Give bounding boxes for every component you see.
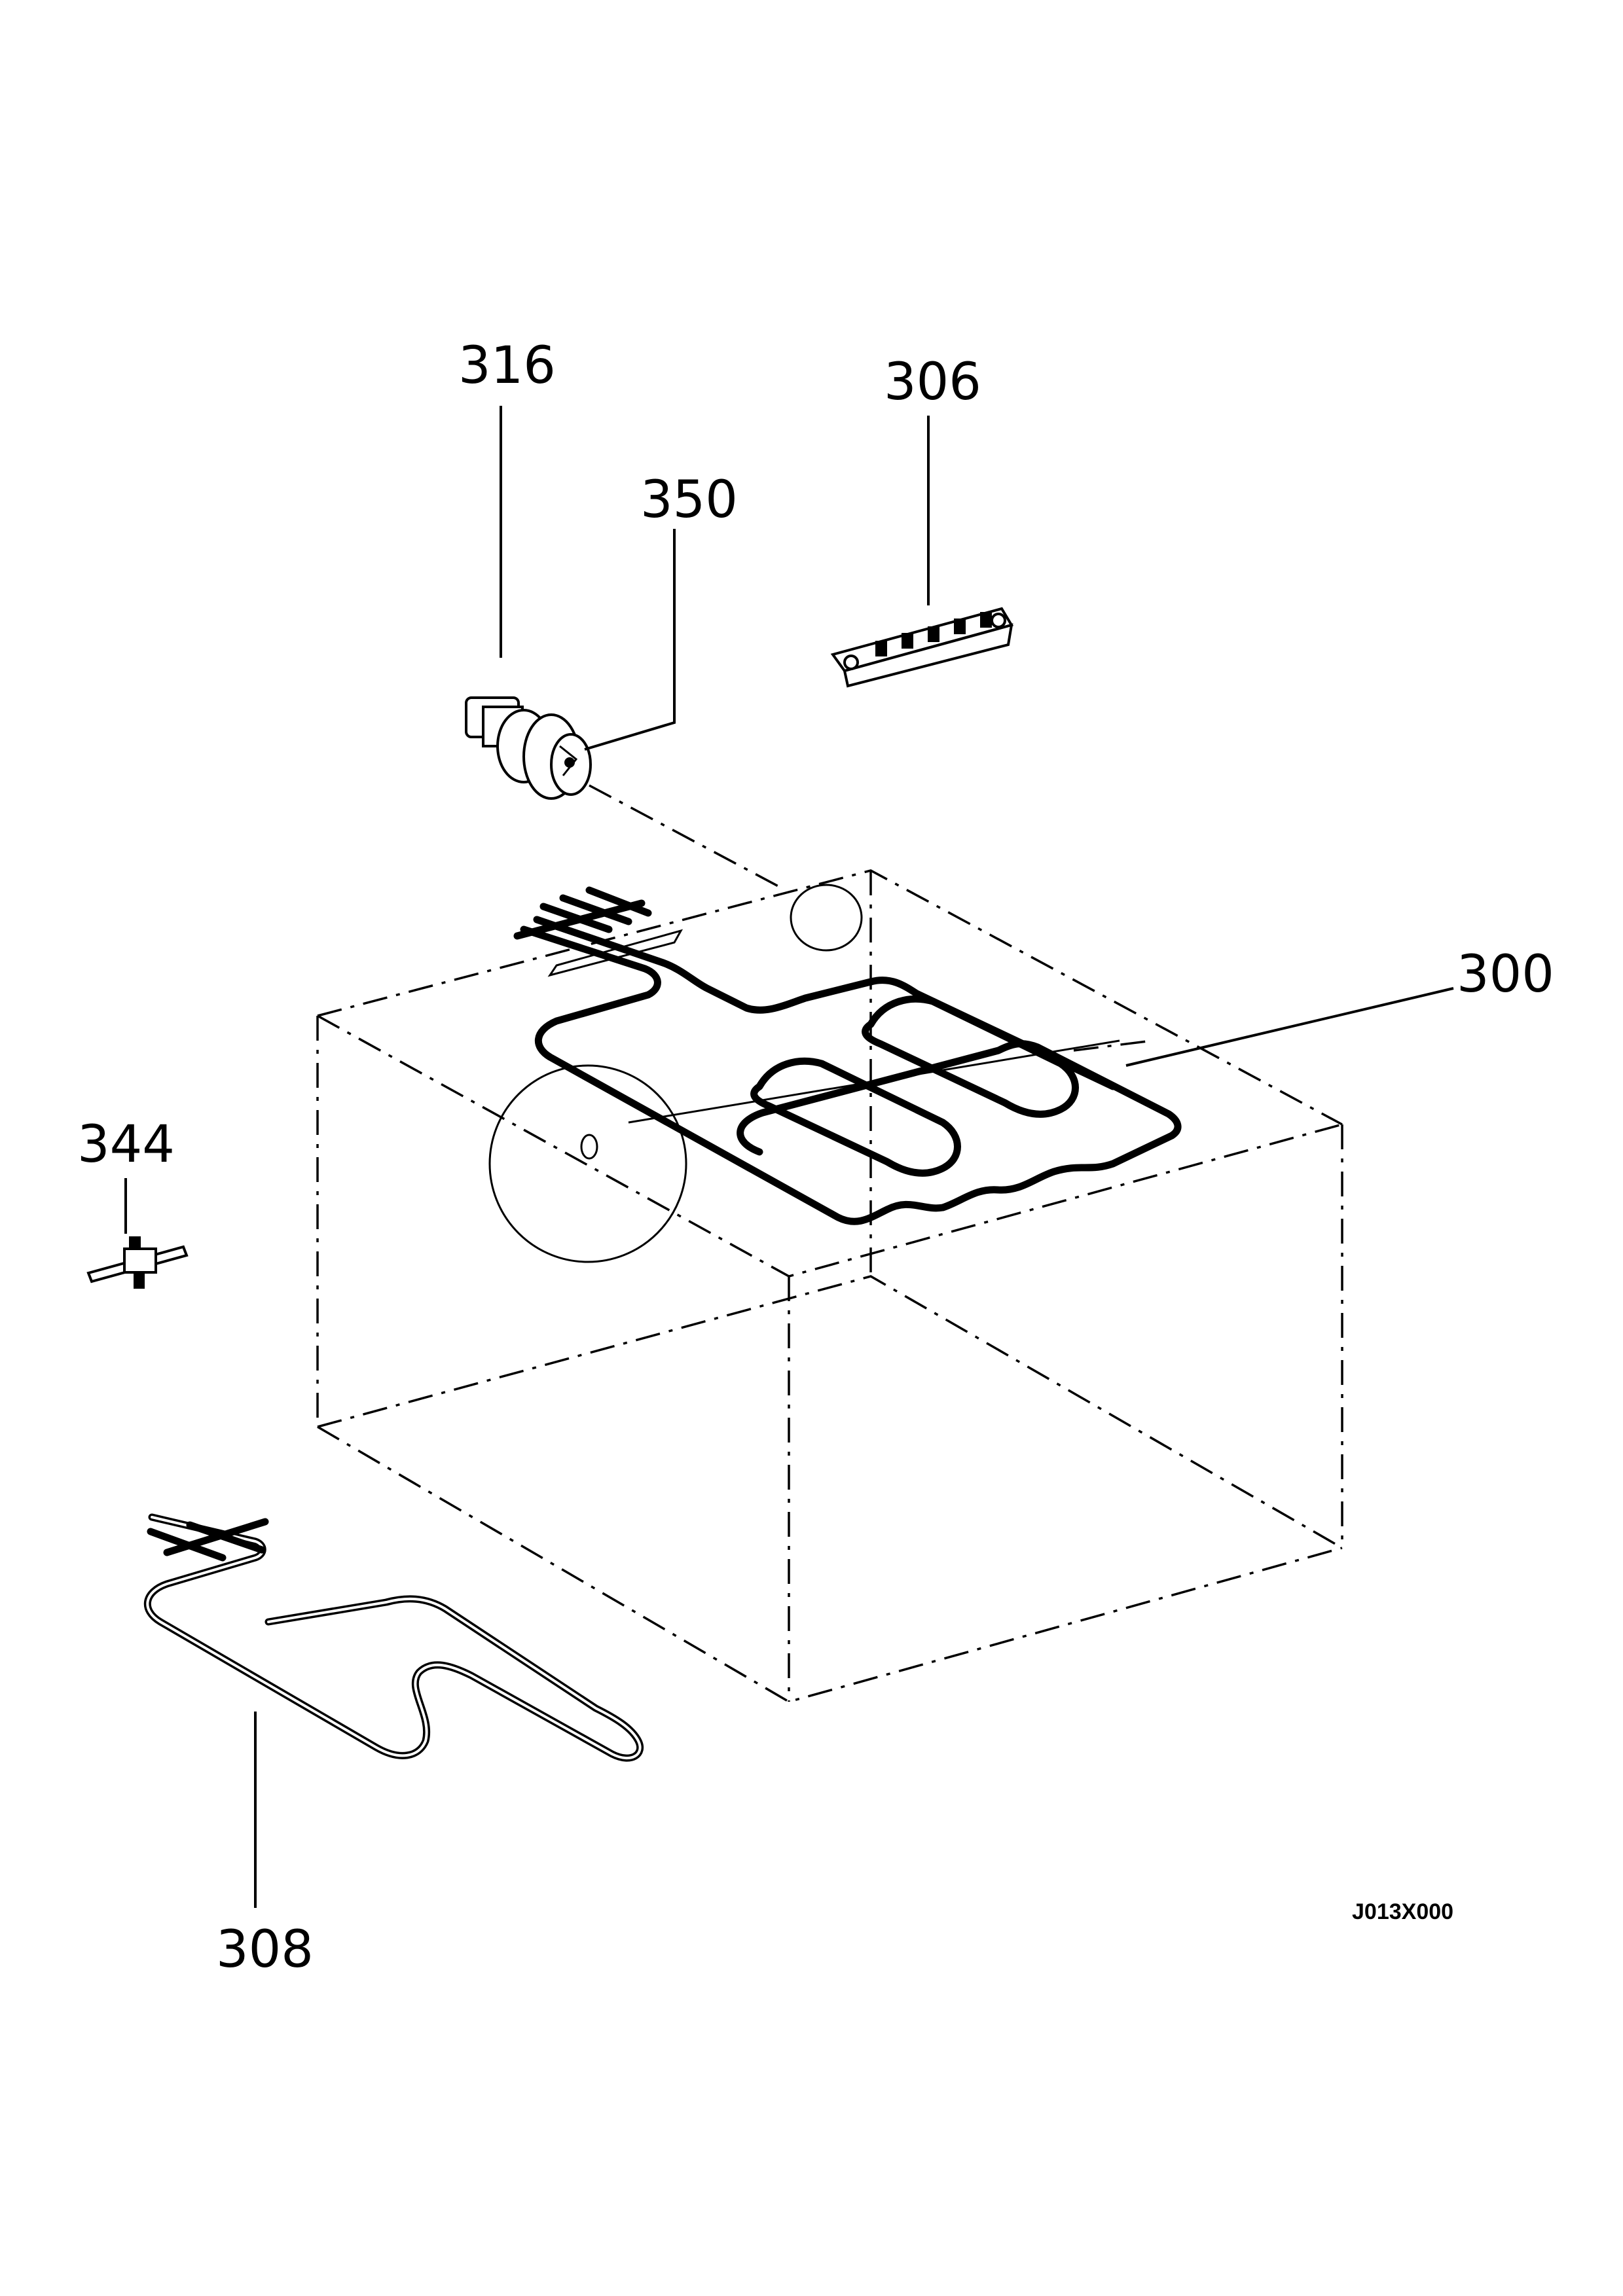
fan-motor-part: [465, 696, 592, 800]
top-heating-element-part: [513, 886, 1182, 1225]
callout-306: 306: [884, 353, 981, 412]
leader-350: [584, 529, 676, 751]
thermal-cutout-part: [86, 1236, 189, 1289]
callout-300: 300: [1457, 945, 1554, 1004]
bottom-heating-element-part: [143, 1513, 644, 1762]
leader-300: [1125, 987, 1454, 1067]
callout-308: 308: [216, 1920, 314, 1979]
callout-344: 344: [77, 1115, 175, 1174]
oven-cavity-outline: [316, 869, 1343, 1703]
drawing-code: J013X000: [1352, 1899, 1453, 1924]
callout-316: 316: [458, 336, 556, 395]
terminal-block-part: [830, 607, 1014, 688]
callout-350: 350: [640, 471, 738, 529]
